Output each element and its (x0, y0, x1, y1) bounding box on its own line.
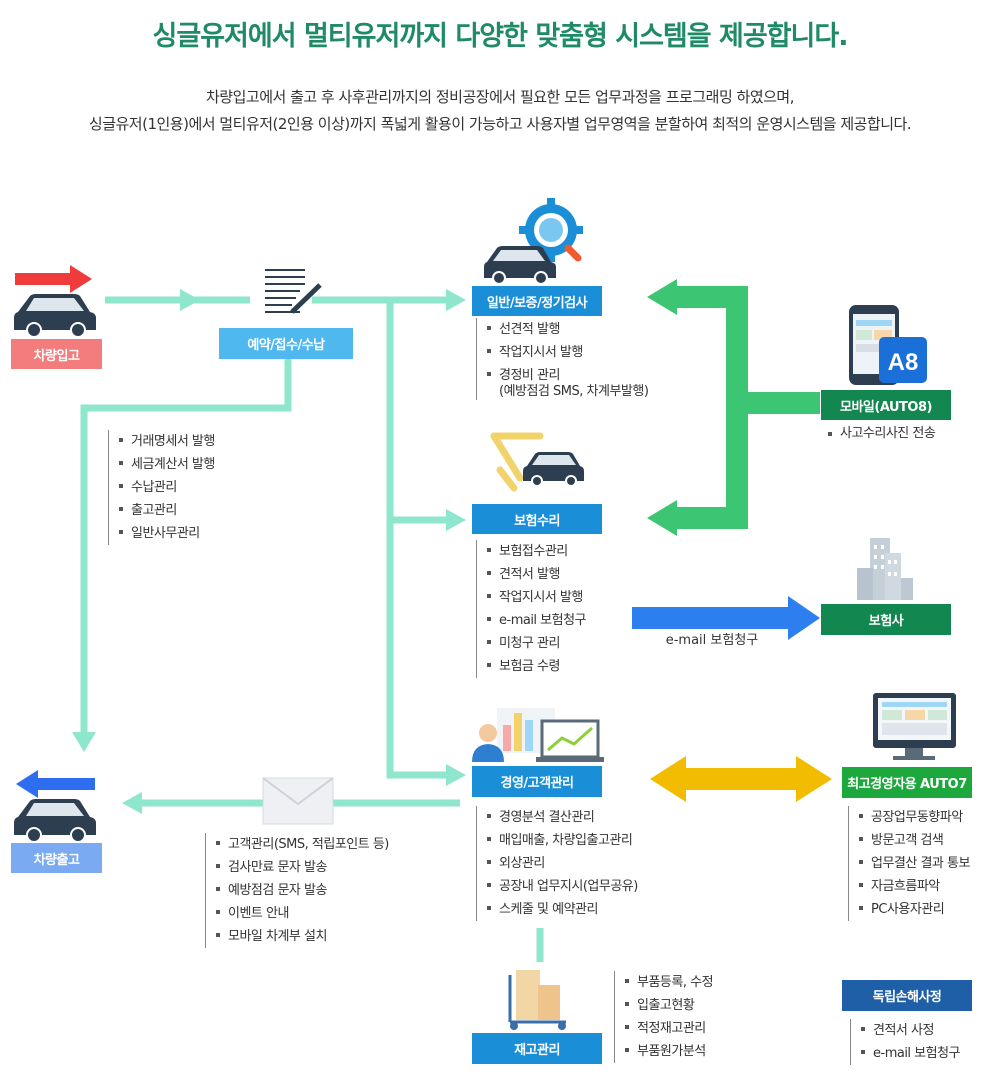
exec-auto7-box: 최고경영자용 AUTO7 (842, 767, 972, 798)
page-title: 싱글유저에서 멀티유저까지 다양한 맞춤형 시스템을 제공합니다. (152, 21, 849, 52)
list-item: 사고수리사진 전송 (826, 424, 986, 444)
management-box: 경영/고객관리 (472, 766, 602, 797)
list-item: 고객관리(SMS, 적립포인트 등) (206, 833, 425, 856)
list-item: 입출고현황 (615, 994, 774, 1017)
list-item: 매입매출, 차량입출고관리 (477, 829, 676, 852)
arrowhead-to-customer (122, 792, 142, 814)
list-item: 공장내 업무지시(업무공유) (477, 875, 676, 898)
email-claim-label: e-mail 보험청구 (666, 633, 759, 648)
list-item: PC사용자관리 (849, 898, 993, 921)
green-bidirectional-arrow (647, 279, 820, 536)
wrench-icon (490, 432, 544, 492)
list-item: 미청구 관리 (477, 632, 636, 655)
list-item: e-mail 보험청구 (851, 1042, 990, 1065)
yellow-bidirectional-arrow (650, 756, 832, 802)
connector-reception-carout (80, 358, 292, 742)
list-item: 견적서 사정 (851, 1019, 990, 1042)
car-out-icon (14, 799, 96, 843)
inventory-cart-icon (508, 970, 566, 1030)
arrowhead-to-management (446, 764, 466, 786)
list-item: 예방점검 문자 발송 (206, 879, 425, 902)
document-pen-icon (265, 269, 322, 314)
list-item: 외상관리 (477, 852, 676, 875)
adjuster-box: 독립손해사정 (842, 980, 972, 1011)
arrowhead-to-carout (72, 732, 96, 752)
inspection-task-list: 선견적 발행 작업지시서 발행 경정비 관리 (예방점검 SMS, 차계부발행) (476, 318, 696, 400)
gear-magnifier-icon (519, 198, 583, 262)
list-item: 경영분석 결산관리 (477, 806, 676, 829)
list-item: 공장업무동향파악 (849, 806, 993, 829)
list-item: 부품등록, 수정 (615, 971, 774, 994)
car-out-box: 차량출고 (11, 843, 102, 873)
reception-box: 예약/접수/수납 (219, 328, 353, 359)
list-item: 출고관리 (109, 499, 258, 522)
car-in-arrow-icon (15, 265, 92, 293)
list-item: 방문고객 검색 (849, 829, 993, 852)
list-item: 업무결산 결과 통보 (849, 852, 993, 875)
connector-trunk (386, 300, 460, 779)
list-item: 적정재고관리 (615, 1017, 774, 1040)
list-item-continuation: (예방점검 SMS, 차계부발행) (499, 384, 649, 399)
repair-car-icon (523, 452, 584, 487)
reception-task-list: 거래명세서 발행 세금계산서 발행 수납관리 출고관리 일반사무관리 (108, 430, 258, 545)
monitor-icon (873, 693, 956, 760)
businessman-icon (472, 724, 504, 762)
list-item: 수납관리 (109, 476, 258, 499)
insurer-box: 보험사 (821, 604, 951, 635)
auto8-logo-text: A8 (888, 349, 919, 376)
insurance-repair-box: 보험수리 (472, 504, 602, 534)
list-item: 세금계산서 발행 (109, 453, 258, 476)
arrowhead-to-reception (180, 289, 200, 311)
subtitle-line-2: 싱글유저(1인용)에서 멀티유저(2인용 이상)까지 폭넓게 활용이 가능하고 … (88, 115, 912, 133)
buildings-icon (857, 538, 913, 600)
inspection-car-icon (484, 246, 556, 285)
car-out-arrow-icon (16, 770, 95, 798)
list-item: 견적서 발행 (477, 563, 636, 586)
list-item: e-mail 보험청구 (477, 609, 636, 632)
list-item: 스케줄 및 예약관리 (477, 898, 676, 921)
car-in-box: 차량입고 (11, 339, 102, 369)
list-item: 모바일 차계부 설치 (206, 925, 425, 948)
list-item: 부품원가분석 (615, 1040, 774, 1063)
list-item: 선견적 발행 (477, 318, 696, 341)
laptop-chart-icon (536, 719, 604, 762)
list-item: 보험금 수령 (477, 655, 636, 678)
insurance-repair-task-list: 보험접수관리 견적서 발행 작업지시서 발행 e-mail 보험청구 미청구 관… (476, 540, 636, 678)
list-item: 거래명세서 발행 (109, 430, 258, 453)
arrowhead-to-insurance (446, 509, 466, 531)
list-item: 작업지시서 발행 (477, 586, 636, 609)
inventory-box: 재고관리 (472, 1033, 602, 1064)
list-item: 일반사무관리 (109, 522, 258, 545)
adjuster-task-list: 견적서 사정 e-mail 보험청구 (850, 1019, 990, 1065)
mobile-task-list: 사고수리사진 전송 (826, 424, 986, 444)
arrowhead-to-inspection (446, 289, 466, 311)
envelope-icon (262, 777, 334, 825)
management-task-list: 경영분석 결산관리 매입매출, 차량입출고관리 외상관리 공장내 업무지시(업무… (476, 806, 676, 921)
list-item: 자금흐름파악 (849, 875, 993, 898)
inventory-task-list: 부품등록, 수정 입출고현황 적정재고관리 부품원가분석 (614, 971, 774, 1063)
auto8-logo-icon: A8 (879, 337, 927, 383)
inspection-box: 일반/보증/정기검사 (472, 286, 602, 316)
list-item: 경정비 관리 (477, 364, 696, 387)
mobile-box: 모바일(AUTO8) (821, 390, 951, 420)
mint-arrowheads (72, 289, 466, 814)
list-item: 검사만료 문자 발송 (206, 856, 425, 879)
customer-task-list: 고객관리(SMS, 적립포인트 등) 검사만료 문자 발송 예방점검 문자 발송… (205, 833, 425, 948)
subtitle-line-1: 차량입고에서 출고 후 사후관리까지의 정비공장에서 필요한 모든 업무과정을 … (206, 88, 795, 106)
list-item: 보험접수관리 (477, 540, 636, 563)
list-item: 이벤트 안내 (206, 902, 425, 925)
list-item: 작업지시서 발행 (477, 341, 696, 364)
exec-task-list: 공장업무동향파악 방문고객 검색 업무결산 결과 통보 자금흐름파악 PC사용자… (848, 806, 993, 921)
car-in-icon (14, 294, 96, 338)
blue-arrow-to-insurer (632, 596, 820, 640)
